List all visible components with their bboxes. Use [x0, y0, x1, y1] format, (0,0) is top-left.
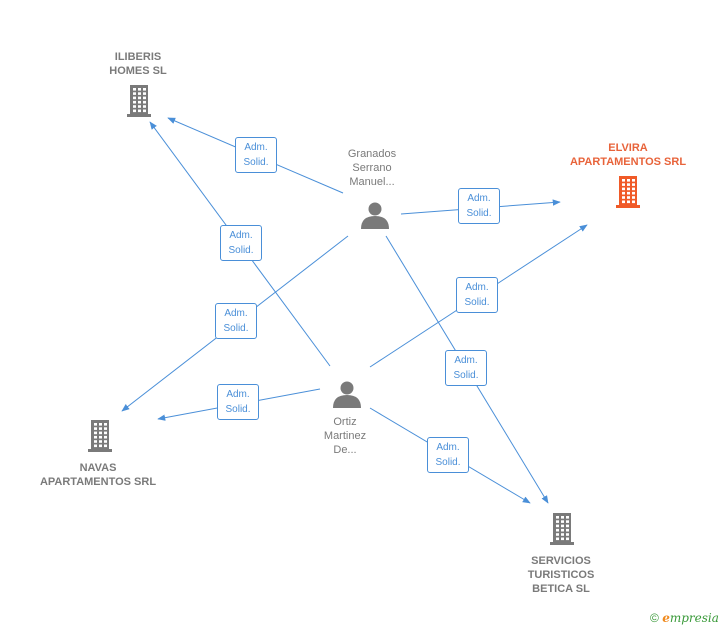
building-icon-servicios[interactable] — [550, 513, 574, 545]
node-label-line: HOMES SL — [109, 65, 167, 77]
edge-label-ortiz-navas[interactable]: Adm. Solid. — [217, 384, 259, 420]
edge-label-line: Adm. — [229, 230, 253, 241]
node-label-servicios[interactable]: SERVICIOS TURISTICOS BETICA SL — [528, 554, 595, 596]
node-label-line: TURISTICOS — [527, 569, 595, 581]
edge-label-granados-iliberis[interactable]: Adm. Solid. — [235, 137, 277, 173]
edge-label-line: Solid. — [453, 370, 479, 381]
edge-label-line: Adm. — [226, 389, 250, 400]
node-label-navas[interactable]: NAVAS APARTAMENTOS SRL — [40, 461, 156, 489]
edge-label-line: Solid. — [243, 157, 269, 168]
edge-label-line: Solid. — [228, 245, 254, 256]
node-label-line: Manuel... — [349, 176, 395, 188]
node-label-line: ELVIRA — [608, 142, 648, 154]
edge-label-line: Solid. — [464, 297, 490, 308]
edge-label-line: Adm. — [454, 355, 478, 366]
edge-label-line: Solid. — [435, 457, 461, 468]
node-label-line: Ortiz — [333, 416, 357, 428]
building-icon-iliberis[interactable] — [127, 85, 151, 117]
edge-label-granados-elvira[interactable]: Adm. Solid. — [458, 188, 500, 224]
node-label-line: ILIBERIS — [114, 51, 162, 63]
node-label-line: Serrano — [352, 162, 392, 174]
edge-label-granados-servicios[interactable]: Adm. Solid. — [445, 350, 487, 386]
edge-label-line: Adm. — [224, 308, 248, 319]
edge-label-ortiz-iliberis[interactable]: Adm. Solid. — [220, 225, 262, 261]
edge-label-line: Solid. — [225, 404, 251, 415]
edge-label-line: Solid. — [466, 208, 492, 219]
node-label-line: De... — [333, 444, 357, 456]
node-label-iliberis[interactable]: ILIBERIS HOMES SL — [109, 50, 166, 78]
node-label-elvira[interactable]: ELVIRA APARTAMENTOS SRL — [570, 141, 686, 169]
footer-brand: © empresia — [650, 611, 719, 625]
edge-label-granados-navas[interactable]: Adm. Solid. — [215, 303, 257, 339]
edge-label-ortiz-servicios[interactable]: Adm. Solid. — [427, 437, 469, 473]
node-label-line: Granados — [347, 148, 397, 160]
person-icon-ortiz[interactable] — [333, 381, 361, 409]
building-icon-elvira[interactable] — [616, 176, 640, 208]
node-label-line: APARTAMENTOS SRL — [39, 476, 157, 488]
edge-label-line: Adm. — [244, 142, 268, 153]
building-icon-navas[interactable] — [88, 420, 112, 452]
edge-label-line: Solid. — [223, 323, 249, 334]
node-label-line: BETICA SL — [532, 583, 590, 595]
edge-label-line: Adm. — [436, 442, 460, 453]
brand-logo: empresia — [662, 611, 719, 625]
edge-label-line: Adm. — [467, 193, 491, 204]
node-label-line: Martinez — [323, 430, 367, 442]
copyright-icon: © — [650, 611, 659, 625]
edge-label-line: Adm. — [465, 282, 489, 293]
edge-label-ortiz-elvira[interactable]: Adm. Solid. — [456, 277, 498, 313]
person-icon-granados[interactable] — [361, 202, 389, 230]
node-label-line: SERVICIOS — [531, 555, 591, 567]
node-label-line: NAVAS — [79, 462, 117, 474]
node-label-line: APARTAMENTOS SRL — [569, 156, 687, 168]
